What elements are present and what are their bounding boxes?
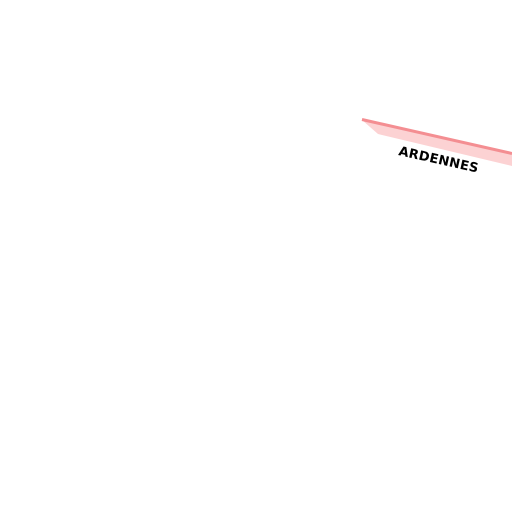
region-boundary-line [361, 118, 512, 155]
region-boundary-fill[interactable] [362, 120, 512, 166]
